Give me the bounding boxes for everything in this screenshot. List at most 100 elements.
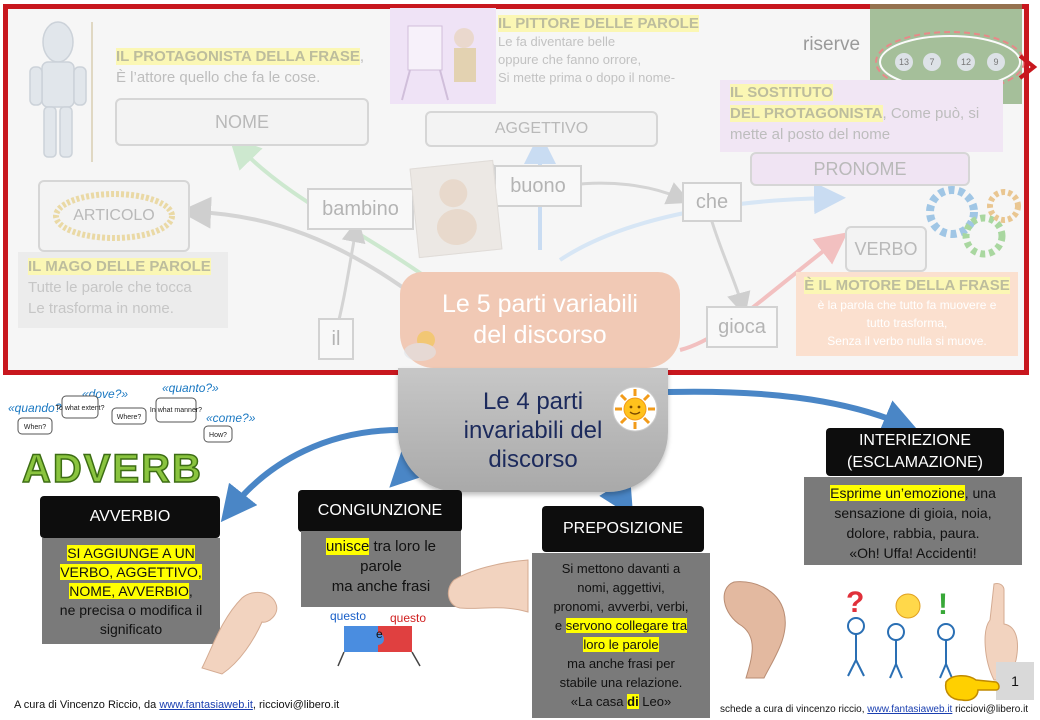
- congiunzione-line-1-rest: tra loro le: [369, 538, 437, 555]
- preposizione-line-2: nomi, aggettivi,: [577, 580, 665, 595]
- verbo-description: È IL MOTORE DELLA FRASE è la parola che …: [796, 272, 1018, 356]
- avverbio-label: AVVERBIO: [40, 496, 220, 538]
- aggettivo-description: IL PITTORE DELLE PAROLE Le fa diventare …: [498, 14, 728, 87]
- articolo-description: IL MAGO DELLE PAROLE Tutte le parole che…: [18, 252, 228, 328]
- verbo-line-2: tutto trasforma,: [866, 316, 948, 330]
- preposizione-e-prefix: e: [554, 618, 566, 633]
- jersey-13: 13: [899, 57, 909, 67]
- word-che: che: [682, 182, 742, 222]
- sign-to-what-extent: To what extent?: [55, 405, 104, 412]
- preposizione-hl-1: servono collegare tra: [565, 618, 688, 633]
- footer-right-pre: schede a cura di vincenzo riccio,: [720, 704, 868, 715]
- preposizione-example-hl: di: [627, 694, 639, 709]
- arrow-to-interiezione: [667, 388, 919, 434]
- pointing-hand-icon: [944, 675, 1000, 702]
- footer-right-post: ricciovi@libero.it: [952, 704, 1029, 715]
- articolo-label: ARTICOLO: [73, 207, 155, 224]
- congiunzione-line-3: ma anche frasi: [331, 578, 431, 595]
- preposizione-line-4: ma anche frasi per: [567, 656, 675, 671]
- aggettivo-box: AGGETTIVO: [425, 111, 658, 147]
- interiezione-line-2: sensazione di gioia, noia,: [834, 505, 992, 521]
- invariable-title-line-1: Le 4 parti: [482, 387, 584, 415]
- articolo-line-1: Tutte le parole che tocca: [28, 279, 192, 296]
- preposizione-line-5: stabile una relazione.: [559, 675, 683, 690]
- adverb-word: ADVERB: [22, 447, 203, 491]
- preposizione-line-1: Si mettono davanti a: [561, 561, 681, 576]
- verbo-heading: È IL MOTORE DELLA FRASE: [804, 277, 1010, 294]
- nome-heading: IL PROTAGONISTA DELLA FRASE: [116, 48, 360, 65]
- footer-right: schede a cura di vincenzo riccio, www.fa…: [720, 704, 1028, 715]
- svg-text:!: !: [938, 588, 948, 621]
- interiezione-line-4: «Oh! Uffa! Accidenti!: [849, 545, 977, 561]
- congiunzione-hl: unisce: [325, 538, 370, 555]
- bubble-come: «come?»: [206, 411, 256, 425]
- puzzle-word-1: questo: [330, 609, 366, 623]
- aggettivo-line-2: oppure che fanno orrore,: [498, 52, 642, 67]
- sun-icon: [612, 386, 658, 432]
- page-number: 1: [996, 662, 1034, 700]
- word-il: il: [318, 318, 354, 360]
- sign-how: How?: [209, 432, 227, 439]
- footer-left-link[interactable]: www.fantasiaweb.it: [159, 699, 253, 711]
- knight-icon: [29, 21, 93, 162]
- aggettivo-line-1: Le fa diventare belle: [498, 34, 616, 49]
- interiezione-line-3: dolore, rabbia, paura.: [846, 525, 980, 541]
- verbo-box: VERBO: [845, 226, 927, 272]
- interiezione-hl: Esprime un’emozione: [830, 485, 965, 501]
- nome-description: IL PROTAGONISTA DELLA FRASE, È l’attore …: [116, 46, 376, 88]
- avverbio-hl-3: NOME, AVVERBIO: [69, 583, 189, 599]
- cloud-sun-icon: [404, 331, 436, 361]
- arrow-to-pronome: [558, 182, 846, 262]
- aggettivo-heading: IL PITTORE DELLE PAROLE: [498, 15, 699, 32]
- riserve-label: riserve: [803, 34, 861, 55]
- svg-text:?: ?: [846, 586, 864, 619]
- preposizione-example-post: Leo»: [638, 694, 672, 709]
- sign-where: Where?: [117, 414, 142, 421]
- puzzle-icon: questo e questo: [330, 609, 426, 667]
- nome-heading-suffix: ,: [359, 48, 365, 65]
- avverbio-line-1: ne precisa o modifica il: [59, 602, 203, 618]
- pronome-desc-1: , Come può, si: [882, 105, 980, 122]
- jersey-9: 9: [993, 57, 998, 67]
- avverbio-line-2: significato: [99, 621, 163, 637]
- congiunzione-description: unisce tra loro le parole ma anche frasi: [301, 531, 461, 607]
- interiezione-label-1: INTERIEZIONE: [858, 432, 971, 449]
- invariable-title-line-2: invariabili del: [463, 416, 603, 444]
- puzzle-word-2: questo: [390, 611, 426, 625]
- sign-when: When?: [24, 424, 46, 431]
- articolo-line-2: Le trasforma in nome.: [28, 300, 174, 317]
- adverb-illustration: «quando?» «dove?» «quanto?» «come?» When…: [8, 378, 256, 492]
- footer-right-link[interactable]: www.fantasiaweb.it: [867, 704, 953, 715]
- hand-congiunzione-icon: [447, 559, 529, 613]
- painter-icon: [390, 8, 496, 104]
- nome-box: NOME: [115, 98, 369, 146]
- arrow-to-articolo: [179, 196, 422, 302]
- pronome-heading-1: IL SOSTITUTO: [730, 84, 833, 101]
- nome-desc: È l’attore quello che fa le cose.: [116, 69, 321, 86]
- invariable-parts-title: Le 4 parti invariabili del discorso: [398, 368, 668, 492]
- jersey-7: 7: [929, 57, 934, 67]
- puzzle-word-e: e: [376, 627, 383, 641]
- field-arrow-icon: [1018, 54, 1038, 80]
- avverbio-hl-1: SI AGGIUNGE A UN: [67, 545, 195, 561]
- pronome-heading-2: DEL PROTAGONISTA: [730, 105, 883, 122]
- arrow-che-gioca: [708, 214, 751, 317]
- preposizione-example-pre: «La casa: [570, 694, 628, 709]
- articolo-heading: IL MAGO DELLE PAROLE: [28, 258, 211, 275]
- gears-icon: [926, 186, 1021, 258]
- interiezione-line-1-rest: , una: [964, 485, 996, 501]
- preposizione-hl-2: loro le parole: [583, 637, 659, 652]
- preposizione-description: Si mettono davanti a nomi, aggettivi, pr…: [532, 553, 710, 718]
- arrow-to-avverbio: [220, 427, 401, 523]
- avverbio-hl-2: VERBO, AGGETTIVO,: [60, 564, 202, 580]
- avverbio-comma: ,: [188, 583, 193, 599]
- jersey-12: 12: [961, 57, 971, 67]
- footer-left-pre: A cura di Vincenzo Riccio, da: [14, 699, 160, 711]
- bubble-quanto: «quanto?»: [162, 381, 219, 395]
- congiunzione-line-2: parole: [360, 558, 402, 575]
- arrow-buono-che: [569, 181, 692, 205]
- preposizione-line-3: pronomi, avverbi, verbi,: [553, 599, 689, 614]
- sign-in-what-manner: In what manner?: [150, 407, 202, 414]
- verbo-line-1: è la parola che tutto fa muovere e: [817, 298, 997, 312]
